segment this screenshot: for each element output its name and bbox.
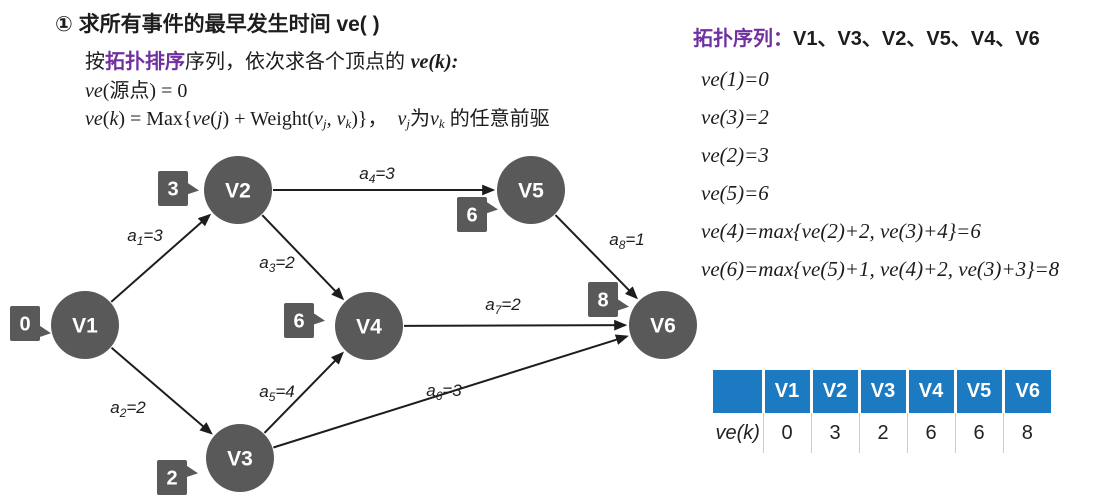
node-V1: V1	[51, 291, 119, 359]
node-label-V6: V6	[650, 315, 676, 338]
ve-badge-V6: 8	[588, 282, 629, 317]
ve-badge-V5: 6	[457, 197, 498, 232]
node-label-V1: V1	[72, 315, 98, 338]
text-segment: ve	[85, 80, 103, 102]
table-header-V1: V1	[763, 370, 813, 413]
text-segment: (	[102, 108, 110, 130]
text-segment: ve	[192, 108, 211, 130]
edge-a5	[263, 351, 344, 434]
edge-label-a8: a8=1	[609, 230, 645, 252]
table-header-V6: V6	[1003, 370, 1051, 413]
edge-a6	[273, 334, 629, 449]
table-header-V4: V4	[907, 370, 957, 413]
edge-a8	[554, 214, 638, 300]
node-V2: V2	[204, 156, 272, 224]
text-segment: v	[430, 108, 439, 130]
edge-label-a3: a3=2	[259, 253, 295, 275]
node-label-V5: V5	[518, 180, 544, 203]
node-V4: V4	[335, 292, 403, 360]
ve-badge-V3: 2	[157, 460, 198, 495]
text-segment: k	[438, 116, 445, 131]
table-value-V5: 6	[955, 413, 1004, 453]
text-segment: ) + Weight(	[222, 108, 315, 130]
table-value-V3: 2	[859, 413, 908, 453]
text-segment: j	[216, 108, 223, 130]
text-segment: v	[336, 108, 346, 130]
node-label-V3: V3	[227, 448, 253, 471]
text-segment: j	[406, 116, 411, 131]
ve-badge-value-V2: 3	[167, 179, 178, 201]
edge-a1	[110, 213, 212, 303]
page-title: ① 求所有事件的最早发生时间 ve( )	[55, 13, 380, 36]
text-segment: )}，	[351, 108, 398, 130]
ve-badge-V4: 6	[284, 303, 325, 338]
ve-badge-value-V4: 6	[293, 311, 304, 333]
ve-badge-value-V6: 8	[597, 290, 608, 312]
ve-result-line: ve(1)=0	[701, 67, 769, 91]
ve-badge-value-V5: 6	[466, 205, 477, 227]
text-segment: ,	[326, 108, 337, 130]
node-V5: V5	[497, 156, 565, 224]
text-segment: k	[345, 116, 352, 131]
text-segment: k	[109, 108, 119, 130]
text-segment: (	[210, 108, 217, 130]
ve-result-line: ve(5)=6	[701, 181, 769, 205]
ve-result-list: ve(1)=0 ve(3)=2 ve(2)=3 ve(5)=6 ve(4)=max{ve…	[701, 60, 1059, 288]
table-corner-cell	[713, 370, 765, 413]
topo-sequence-line: 拓扑序列：V1、V3、V2、V5、V4、V6	[693, 22, 1040, 51]
intro-line-source-rule: ve(源点) = 0	[85, 74, 550, 102]
aoe-graph: a1=3 a2=2 a3=2 a4=3 a5=4 a6=3 a7=2 a8=1 0 3 2 6 6 8V1…	[10, 156, 697, 495]
table-value-V4: 6	[907, 413, 956, 453]
ve-badge-V2: 3	[158, 171, 199, 206]
ve-badge-value-V3: 2	[166, 468, 177, 490]
text-segment: ve	[85, 108, 103, 130]
table-value-V6: 8	[1003, 413, 1051, 453]
node-label-V4: V4	[356, 316, 382, 339]
ve-result-line: ve(3)=2	[701, 105, 769, 129]
intro-line-max-formula: ve(k) = Max{ve(j) + Weight(vj, vk)}， vj为…	[85, 102, 550, 131]
node-label-V2: V2	[225, 180, 251, 203]
text-segment: 序列，依次求各个顶点的	[185, 51, 411, 73]
text-segment: v	[397, 108, 407, 130]
table-value-V2: 3	[811, 413, 860, 453]
text-segment: 为	[410, 108, 431, 130]
text-segment: ve(k):	[410, 51, 459, 73]
node-V3: V3	[206, 424, 274, 492]
edge-label-a7: a7=2	[485, 295, 521, 317]
ve-badge-value-V1: 0	[19, 314, 30, 336]
edge-label-a5: a5=4	[259, 382, 295, 404]
node-V6: V6	[629, 291, 697, 359]
ve-result-line: ve(2)=3	[701, 143, 769, 167]
text-segment: 按	[85, 51, 105, 73]
edge-a7	[403, 319, 628, 331]
table-header-V5: V5	[955, 370, 1005, 413]
table-header-V3: V3	[859, 370, 909, 413]
text-segment: v	[314, 108, 323, 130]
edge-label-a4: a4=3	[359, 164, 395, 186]
edge-a2	[110, 347, 213, 435]
text-segment: 的任意前驱	[444, 108, 550, 130]
table-header-V2: V2	[811, 370, 861, 413]
edge-a3	[261, 214, 345, 301]
edge-label-a2: a2=2	[110, 398, 146, 420]
text-segment: j	[322, 116, 327, 131]
topo-sequence-label: 拓扑序列：	[693, 28, 793, 50]
edge-label-a6: a6=3	[426, 381, 462, 403]
ve-result-line: ve(4)=max{ve(2)+2, ve(3)+4}=6	[701, 219, 981, 243]
text-segment: (源点) = 0	[102, 80, 188, 102]
text-segment: 拓扑排序	[105, 51, 185, 73]
edge-label-a1: a1=3	[127, 226, 163, 248]
table-value-V1: 0	[763, 413, 812, 453]
intro-line-topo-rule: 按拓扑排序序列，依次求各个顶点的 ve(k):	[85, 45, 550, 74]
text-segment: ) = Max{	[118, 108, 193, 130]
table-row-label: ve(k)	[713, 413, 764, 453]
intro-block: 按拓扑排序序列，依次求各个顶点的 ve(k): ve(源点) = 0 ve(k)…	[85, 45, 550, 131]
ve-badge-V1: 0	[10, 306, 51, 341]
topo-sequence-values: V1、V3、V2、V5、V4、V6	[793, 28, 1040, 50]
ve-result-line: ve(6)=max{ve(5)+1, ve(4)+2, ve(3)+3}=8	[701, 257, 1060, 281]
